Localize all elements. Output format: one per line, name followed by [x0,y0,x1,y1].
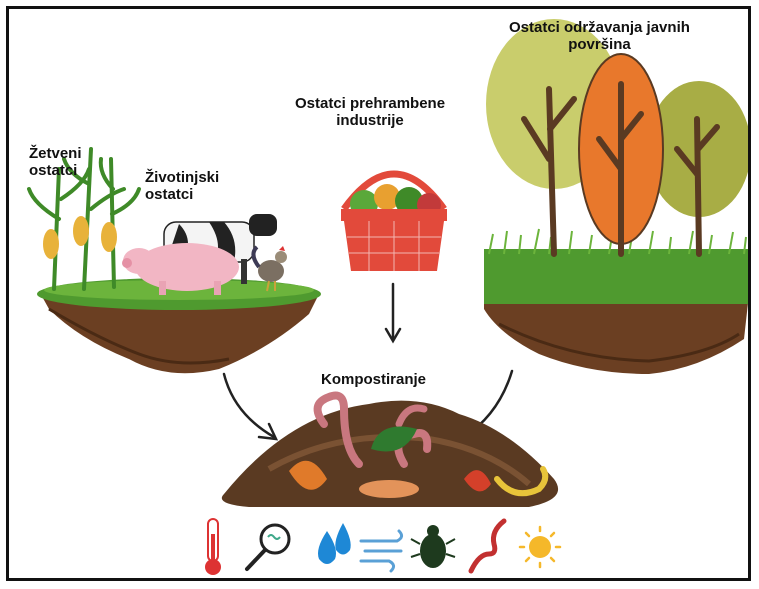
sun-icon [520,527,560,567]
vegetable-basket [341,174,447,271]
water-drops-icon [318,523,351,564]
trees [486,19,751,254]
beetle-icon [411,525,455,568]
process-icons [205,519,560,575]
animal-residue-label: Životinjski ostatci [145,169,219,203]
wind-icon [361,531,402,571]
compost-heap [222,396,558,508]
crop-residue-label: Žetveni ostatci [29,145,82,179]
food-industry-label: Ostatci prehrambene industrije [295,95,445,129]
thermometer-icon [205,519,221,575]
composting-label: Kompostiranje [321,371,426,388]
diagram-frame: Žetveni ostatci Životinjski ostatci Osta… [6,6,751,581]
microscope-icon [247,525,289,569]
crop-animal-island [37,278,321,373]
worm-icon [471,521,504,571]
public-areas-label: Ostatci održavanja javnih površina [509,19,690,53]
arrow-from-left-island [224,374,274,437]
public-areas-island [484,229,749,374]
